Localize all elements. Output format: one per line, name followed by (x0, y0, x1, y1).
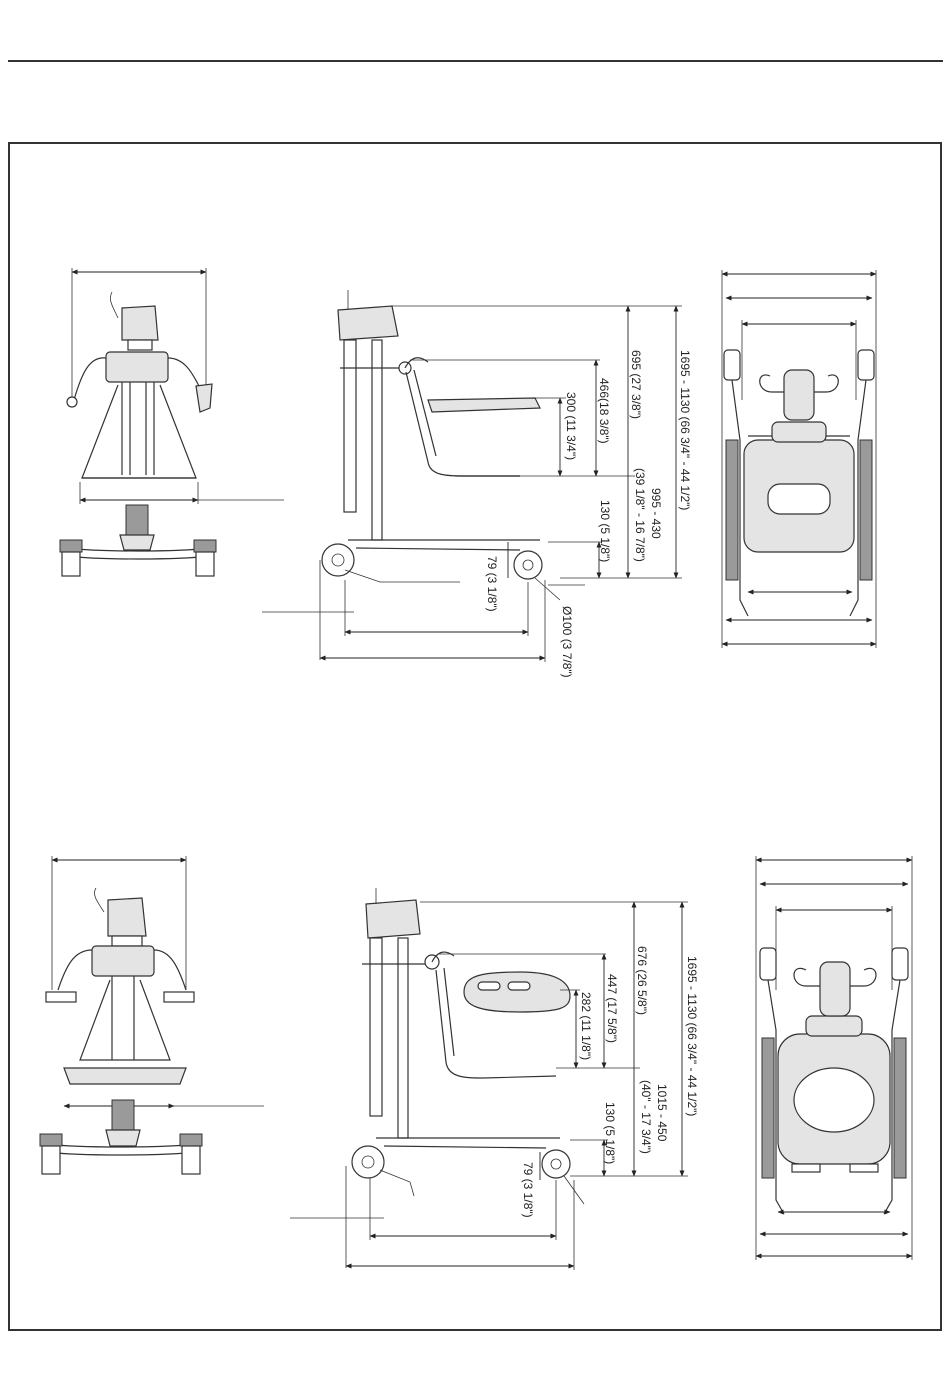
top-footplate-range-label: 995 - 430 (649, 488, 663, 539)
bottom-lift-height-label: 676 (26 5/8") (635, 946, 649, 1015)
top-side-view: 1695 - 1130 (66 3/4" - 44 1/2") 695 (27 … (262, 290, 692, 678)
bottom-height-total-label: 1695 - 1130 (66 3/4" - 44 1/2") (685, 956, 699, 1116)
top-knee-height-label: 466(18 3/8") (597, 378, 611, 444)
top-wheel-diameter-label: Ø100 (3 7/8") (560, 606, 574, 678)
top-plan-view (722, 270, 876, 648)
top-height-total-label: 1695 - 1130 (66 3/4" - 44 1/2") (678, 350, 692, 510)
bottom-side-view: 1695 - 1130 (66 3/4" - 44 1/2") 676 (26 … (290, 888, 699, 1270)
top-base-clearance-label: 130 (5 1/8") (598, 500, 612, 562)
bottom-base-clearance-label: 130 (5 1/8") (603, 1102, 617, 1164)
bottom-footplate-range-label: 1015 - 450 (655, 1084, 669, 1142)
bottom-wheel-offset-label: 79 (3 1/8") (521, 1162, 535, 1218)
top-lift-height-label: 695 (27 3/8") (629, 350, 643, 419)
top-footplate-range-in-label: (39 1/8" - 16 7/8") (633, 468, 647, 562)
top-wheel-offset-label: 79 (3 1/8") (485, 556, 499, 612)
bottom-knee-pad-label: 282 (11 1/8") (579, 992, 593, 1060)
top-knee-pad-label: 300 (11 3/4") (564, 392, 578, 460)
top-front-view (60, 268, 284, 576)
bottom-footplate-range-in-label: (40" - 17 3/4") (639, 1080, 653, 1154)
bottom-plan-view (756, 856, 912, 1260)
bottom-knee-height-label: 447 (17 5/8") (605, 974, 619, 1043)
bottom-front-view (40, 856, 264, 1174)
